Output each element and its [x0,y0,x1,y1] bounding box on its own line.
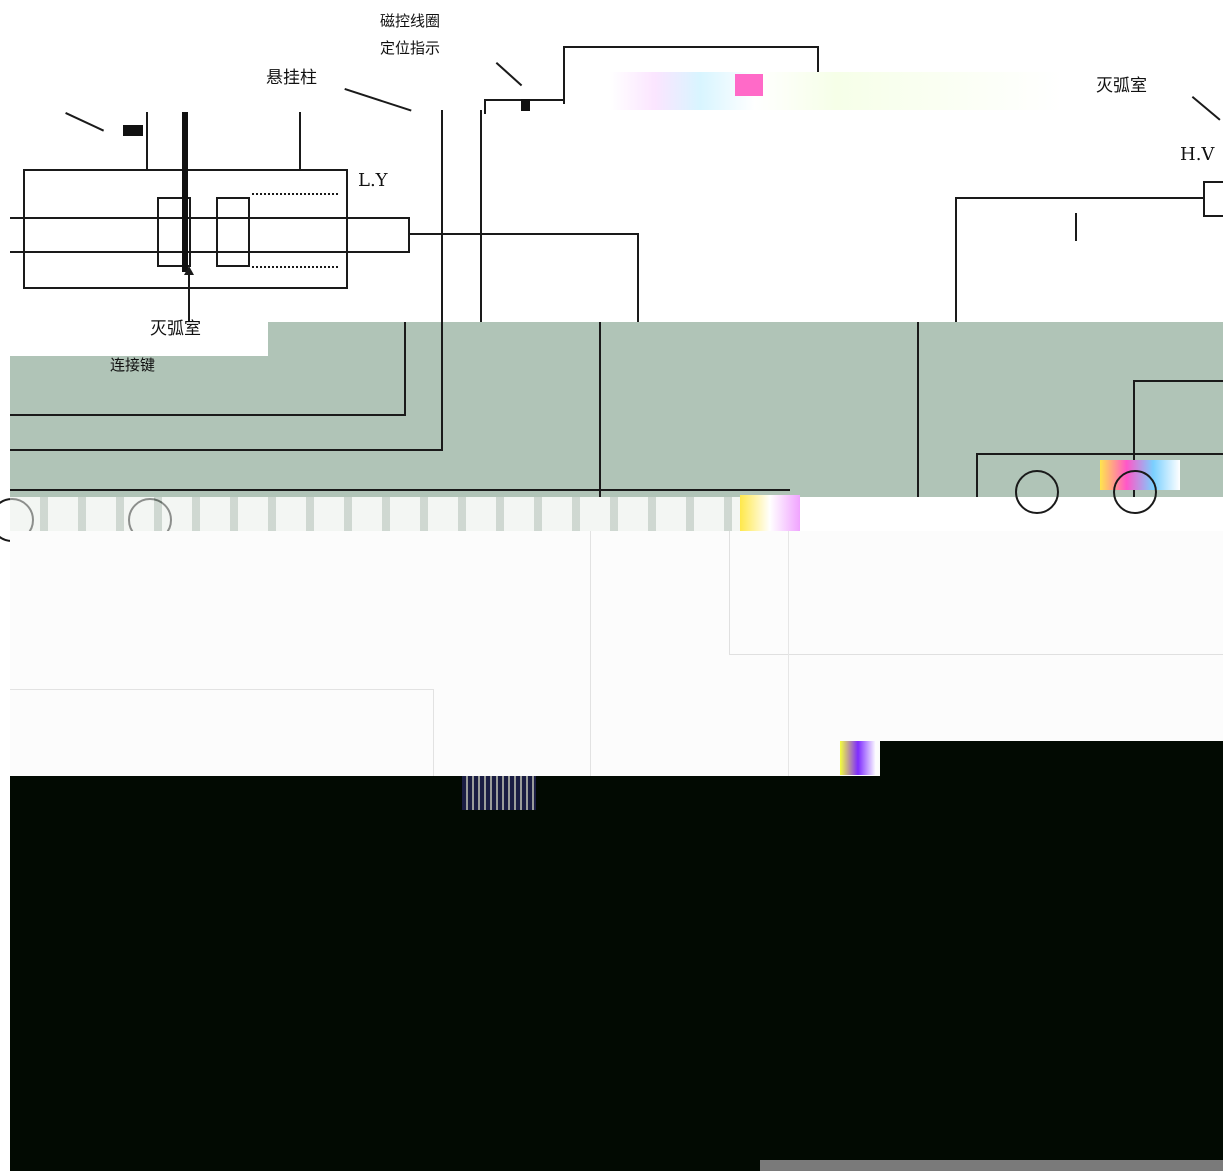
gray-wire-2 [10,449,442,451]
artifact-strip-top [610,72,1062,110]
leader-suspension-post [344,88,412,112]
gray-wire-4 [917,322,919,497]
connecting-rod [10,217,410,253]
gray-wire-5 [1133,380,1135,497]
gray-panel-topleft-white [10,322,268,356]
rod-mask-2 [218,219,248,251]
faint-box-right [729,531,1223,655]
terminal-circle-4 [1113,470,1157,514]
artifact-block-dark-1 [840,741,876,775]
artifact-strip-mid [10,497,800,531]
arc-chamber-top-label: 灭弧室 [1096,76,1147,96]
leader-coil [495,62,523,87]
pointer-arrowhead [184,266,194,275]
ly-label: L.Y [358,170,388,191]
bottom-gray-bar [760,1160,1223,1171]
bracket-right [817,46,819,86]
gray-wire-5-h [1133,380,1223,382]
dark-panel-right-top [880,741,1223,777]
gray-wire-7 [10,489,790,491]
arc-chamber-left-label: 灭弧室 [150,319,201,339]
wire-hv [955,197,1205,199]
gray-wire-2-v [441,322,443,451]
artifact-block-top [735,74,763,96]
magnetic-coil-label-line1: 磁控线圈 [380,12,441,30]
faint-divider-1 [590,531,591,776]
wire-hv-down [955,197,957,322]
post-left [146,112,148,170]
bracket-left [563,46,565,104]
gray-wire-1-v [404,322,406,416]
connecting-key-pointer [188,272,190,322]
faint-box-left [10,689,434,776]
hv-terminal [1203,181,1223,217]
post-right [299,112,301,170]
wire-tall-1 [441,110,443,322]
gray-panel: 灭弧室 连接键 [10,319,1223,497]
dotted-line-upper [252,193,338,195]
gray-wire-3 [599,322,601,497]
hv-label: H.V [1180,144,1215,165]
central-shaft [182,112,188,272]
wire-tall-2 [480,110,482,322]
wire-rod-right [410,233,638,235]
gray-wire-6-v [976,453,978,497]
leader-left-arrow [65,112,105,132]
wire-down-1 [637,233,639,322]
indicator-block-top [521,99,530,111]
gray-wire-6 [976,453,1223,455]
dark-panel [10,776,1223,1171]
magnetic-coil-label-line2: 定位指示 [380,39,441,57]
wire-top-1-v [484,99,486,114]
terminal-circle-3 [1015,470,1059,514]
connecting-key-label: 连接键 [110,356,156,374]
artifact-block-mid [740,495,800,531]
schematic-top: 磁控线圈 定位指示 悬挂柱 灭弧室 L.Y H.V [0,0,1223,322]
tick-mark [1075,213,1077,241]
dotted-line-lower [252,266,338,268]
suspension-post-label: 悬挂柱 [266,68,317,88]
faint-panel [10,531,1223,776]
faint-divider-2 [788,531,789,776]
indicator-block-left [123,125,143,136]
leader-arc-chamber-top [1191,96,1221,121]
gray-wire-1 [10,414,406,416]
artifact-block-dark-2 [462,776,536,810]
bracket-top [563,46,819,48]
